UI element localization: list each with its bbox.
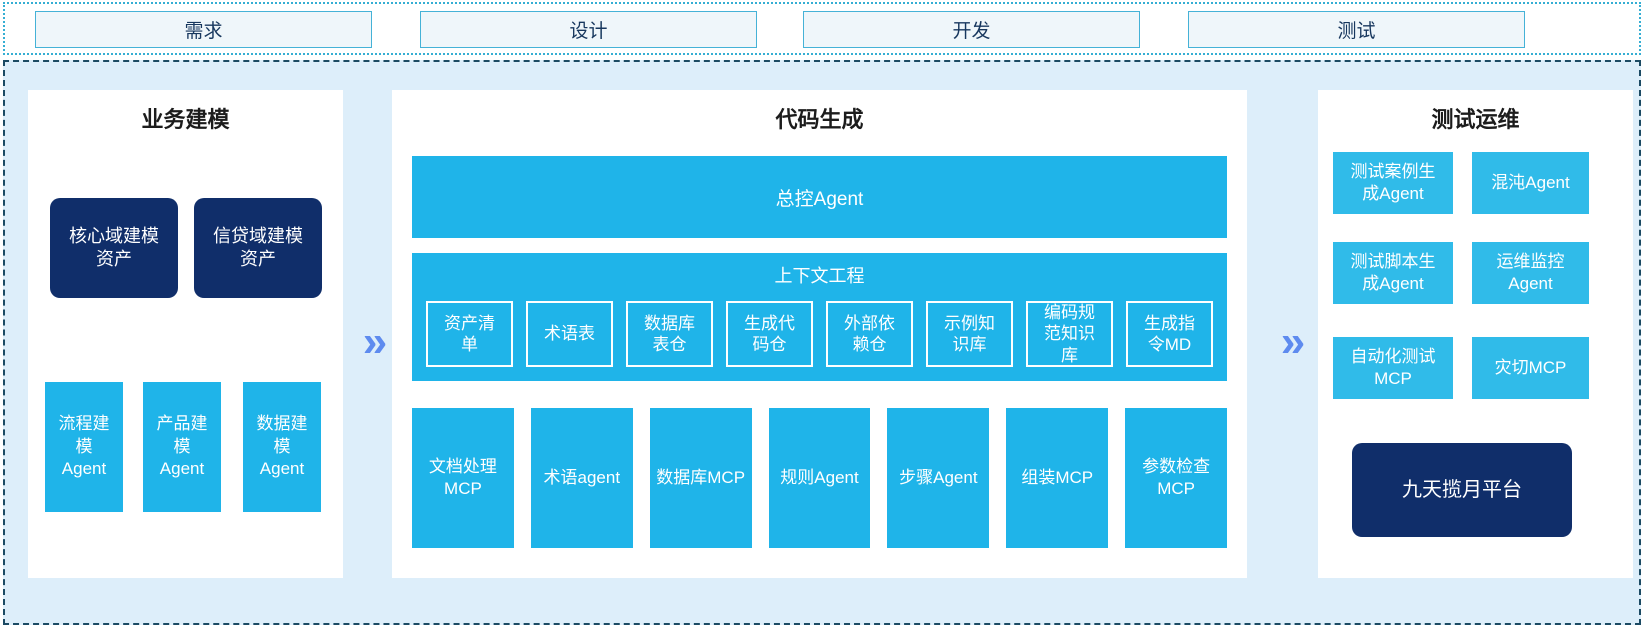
box-rule-agent: 规则Agent xyxy=(768,408,871,548)
box-test-script-gen-agent: 测试脚本生成Agent xyxy=(1333,242,1453,304)
box-auto-test-mcp: 自动化测试MCP xyxy=(1333,337,1453,399)
box-generation-instruction-md: 生成指令MD xyxy=(1126,301,1213,367)
panel-code-generation: 代码生成 总控Agent 上下文工程 资产清单 术语表 数据库表仓 生成代码仓 … xyxy=(392,90,1247,578)
stage-design: 设计 xyxy=(420,11,757,48)
panel-title-test-ops: 测试运维 xyxy=(1431,107,1520,132)
panel-test-ops: 测试运维 测试案例生成Agent 混沌Agent 测试脚本生成Agent 运维监… xyxy=(1318,90,1633,578)
box-core-domain-assets: 核心域建模资产 xyxy=(50,198,178,298)
box-param-check-mcp: 参数检查MCP xyxy=(1125,408,1228,548)
panel-title-code-generation: 代码生成 xyxy=(775,107,864,132)
stage-strip: 需求 设计 开发 测试 xyxy=(3,2,1641,55)
box-ops-monitor-agent: 运维监控Agent xyxy=(1472,242,1589,304)
box-credit-domain-assets: 信贷域建模资产 xyxy=(194,198,322,298)
box-data-modeling-agent: 数据建模Agent xyxy=(243,382,321,512)
box-asset-list: 资产清单 xyxy=(426,301,513,367)
box-database-mcp: 数据库MCP xyxy=(649,408,752,548)
box-db-table-repo: 数据库表仓 xyxy=(626,301,713,367)
box-test-case-gen-agent: 测试案例生成Agent xyxy=(1333,152,1453,214)
box-terminology-agent: 术语agent xyxy=(530,408,633,548)
block-title-context-engineering: 上下文工程 xyxy=(774,266,865,286)
box-process-modeling-agent: 流程建模Agent xyxy=(45,382,123,512)
box-product-modeling-agent: 产品建模Agent xyxy=(143,382,221,512)
stage-requirements: 需求 xyxy=(35,11,372,48)
box-step-agent: 步骤Agent xyxy=(887,408,990,548)
pipeline-container: 业务建模 核心域建模资产 信贷域建模资产 流程建模Agent 产品建模Agent… xyxy=(3,60,1641,625)
box-assembly-mcp: 组装MCP xyxy=(1006,408,1109,548)
context-item-row: 资产清单 术语表 数据库表仓 生成代码仓 外部依赖仓 示例知识库 编码规范知识库… xyxy=(426,301,1213,367)
box-generated-code-repo: 生成代码仓 xyxy=(726,301,813,367)
box-chaos-agent: 混沌Agent xyxy=(1472,152,1589,214)
mcp-agent-row: 文档处理MCP 术语agent 数据库MCP 规则Agent 步骤Agent 组… xyxy=(412,408,1228,548)
box-coding-standard-kb: 编码规范知识库 xyxy=(1026,301,1113,367)
box-doc-processing-mcp: 文档处理MCP xyxy=(412,408,514,548)
block-context-engineering: 上下文工程 资产清单 术语表 数据库表仓 生成代码仓 外部依赖仓 示例知识库 编… xyxy=(412,253,1227,381)
bar-master-agent: 总控Agent xyxy=(412,156,1227,238)
box-example-kb: 示例知识库 xyxy=(926,301,1013,367)
chevron-right-icon: » xyxy=(1280,317,1306,366)
box-disaster-switch-mcp: 灾切MCP xyxy=(1472,337,1589,399)
box-jiutian-lanyue-platform: 九天揽月平台 xyxy=(1352,443,1572,537)
chevron-right-icon: » xyxy=(362,317,388,366)
panel-title-business-modeling: 业务建模 xyxy=(141,107,230,132)
stage-testing: 测试 xyxy=(1188,11,1525,48)
box-glossary: 术语表 xyxy=(526,301,613,367)
panel-business-modeling: 业务建模 核心域建模资产 信贷域建模资产 流程建模Agent 产品建模Agent… xyxy=(28,90,343,578)
stage-development: 开发 xyxy=(803,11,1140,48)
box-external-deps-repo: 外部依赖仓 xyxy=(826,301,913,367)
